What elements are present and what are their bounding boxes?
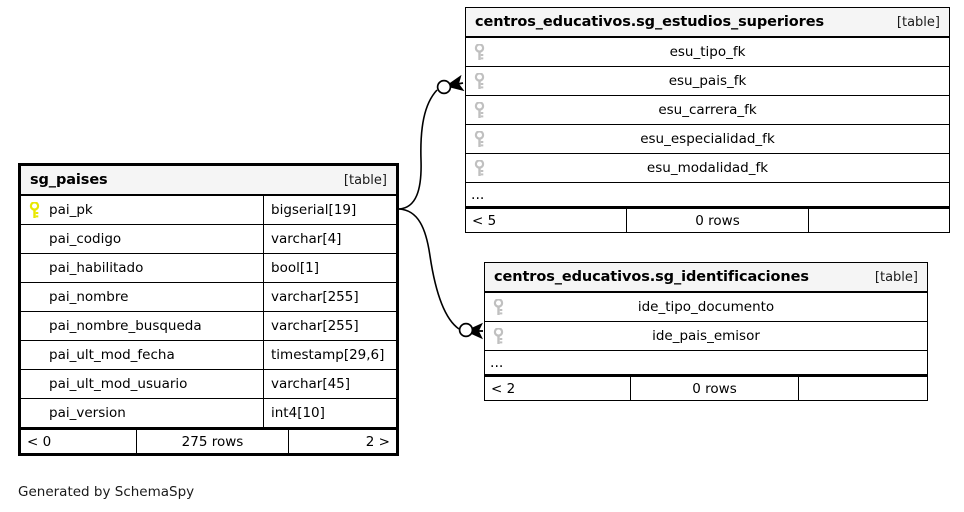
column-type: varchar[45] [263,370,396,398]
table-row[interactable]: esu_especialidad_fk [466,125,949,154]
column-type: timestamp[29,6] [263,341,396,369]
table-row[interactable]: esu_tipo_fk [466,38,949,67]
generated-by-caption: Generated by SchemaSpy [18,484,195,500]
table-row[interactable]: esu_modalidad_fk [466,154,949,183]
column-name: esu_modalidad_fk [646,160,769,176]
more-columns-indicator: ... [485,351,927,375]
table-row[interactable]: pai_pk bigserial[19] [21,196,396,225]
table-row[interactable]: pai_nombre varchar[255] [21,283,396,312]
foreign-key-icon [485,327,511,345]
footer-row-count: 0 rows [630,377,799,400]
footer-parent-count[interactable]: < 5 [472,212,497,229]
more-columns-indicator: ... [466,183,949,207]
footer-child-count[interactable] [809,209,949,232]
table-row[interactable]: pai_version int4[10] [21,399,396,428]
column-name: pai_ult_mod_usuario [49,376,188,392]
table-sg_paises[interactable]: sg_paises [table] pai_pk bigserial[19] p… [18,163,399,456]
table-sg_estudios_superiores[interactable]: centros_educativos.sg_estudios_superiore… [465,7,950,233]
column-type: bigserial[19] [263,196,396,224]
footer-row-count: 275 rows [136,430,289,453]
column-name: esu_pais_fk [668,73,747,89]
column-name: esu_tipo_fk [669,44,746,60]
foreign-key-icon [466,43,492,61]
footer-row-count: 0 rows [626,209,809,232]
table-row[interactable]: pai_codigo varchar[4] [21,225,396,254]
table-header-sg_estudios_superiores: centros_educativos.sg_estudios_superiore… [466,8,949,38]
foreign-key-icon [466,159,492,177]
table-title: centros_educativos.sg_estudios_superiore… [475,14,824,30]
table-title: centros_educativos.sg_identificaciones [494,269,809,285]
table-row[interactable]: pai_habilitado bool[1] [21,254,396,283]
column-name: ide_pais_emisor [652,328,760,344]
table-row[interactable]: ide_tipo_documento [485,293,927,322]
footer-child-count[interactable] [799,377,927,400]
table-kind-label: [table] [896,14,940,30]
table-row[interactable]: pai_ult_mod_fecha timestamp[29,6] [21,341,396,370]
foreign-key-icon [466,101,492,119]
table-kind-label: [table] [874,269,918,285]
column-name: pai_codigo [49,231,122,247]
table-header-sg_paises: sg_paises [table] [21,166,396,196]
table-row[interactable]: esu_pais_fk [466,67,949,96]
column-type: bool[1] [263,254,396,282]
table-footer-sg_estudios_superiores: < 5 0 rows [466,207,949,232]
primary-key-icon [21,201,47,219]
footer-parent-count[interactable]: < 2 [491,380,516,397]
column-type: varchar[4] [263,225,396,253]
column-name: pai_nombre_busqueda [49,318,202,334]
table-row[interactable]: pai_nombre_busqueda varchar[255] [21,312,396,341]
table-footer-sg_paises: < 0 275 rows 2 > [21,428,396,453]
relationship-paises-estudios [398,74,465,210]
table-row[interactable]: esu_carrera_fk [466,96,949,125]
table-header-sg_identificaciones: centros_educativos.sg_identificaciones [… [485,263,927,293]
foreign-key-icon [466,130,492,148]
column-name: pai_pk [49,202,93,218]
column-name: pai_habilitado [49,260,144,276]
footer-child-count[interactable]: 2 > [365,433,390,450]
column-type: int4[10] [263,399,396,427]
column-name: esu_carrera_fk [658,102,757,118]
table-row[interactable]: ide_pais_emisor [485,322,927,351]
footer-parent-count[interactable]: < 0 [27,433,52,450]
table-row[interactable]: pai_ult_mod_usuario varchar[45] [21,370,396,399]
column-type: varchar[255] [263,312,396,340]
column-type: varchar[255] [263,283,396,311]
column-name: esu_especialidad_fk [640,131,775,147]
foreign-key-icon [466,72,492,90]
foreign-key-icon [485,298,511,316]
table-title: sg_paises [30,172,108,188]
column-name: pai_nombre [49,289,129,305]
table-sg_identificaciones[interactable]: centros_educativos.sg_identificaciones [… [484,262,928,401]
column-name: pai_version [49,405,126,421]
table-kind-label: [table] [343,172,387,188]
table-footer-sg_identificaciones: < 2 0 rows [485,375,927,400]
column-name: pai_ult_mod_fecha [49,347,175,363]
column-name: ide_tipo_documento [637,299,775,315]
